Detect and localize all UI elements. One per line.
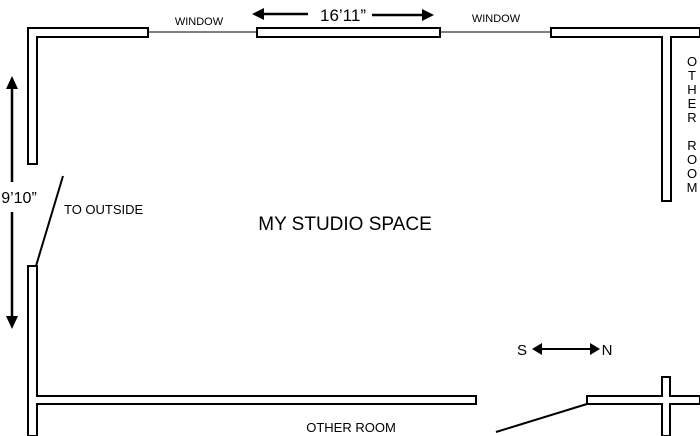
top-wall-left: [27, 27, 149, 165]
width-dimension-arrow: [252, 8, 434, 21]
outside-door: [35, 175, 64, 267]
compass-right-arrow-head: [590, 343, 600, 355]
bottom-wall-right: [586, 376, 700, 436]
arrow-down-head: [6, 316, 18, 329]
other-room-right-letter: O: [687, 152, 697, 167]
other-room-right-letter: T: [688, 68, 696, 83]
compass-north-label: N: [602, 342, 613, 359]
walls: [27, 27, 700, 436]
other-room-right-letter: O: [687, 54, 697, 69]
height-dimension-arrow: [6, 76, 18, 329]
bottom-door: [495, 403, 588, 433]
other-room-right-letter: E: [688, 96, 697, 111]
to-outside-label: TO OUTSIDE: [64, 202, 144, 217]
other-room-right-letter: M: [687, 180, 698, 195]
other-room-bottom-label: OTHER ROOM: [306, 420, 396, 435]
arrow-up-head: [6, 76, 18, 89]
window-right-label: WINDOW: [472, 13, 521, 25]
height-dimension-label: 9’10”: [1, 190, 37, 207]
other-room-right-letter: R: [687, 138, 696, 153]
top-wall-middle: [256, 27, 441, 38]
other-room-right-label: O T H E R R O O M: [687, 54, 698, 195]
arrow-right-head: [422, 9, 434, 21]
other-room-right-letter: H: [687, 82, 696, 97]
compass-south-label: S: [517, 342, 527, 359]
compass: S N: [517, 342, 612, 359]
top-wall-right: [550, 27, 700, 202]
window-left-label: WINDOW: [175, 16, 224, 28]
arrow-left-head: [252, 8, 264, 20]
other-room-right-letter: R: [687, 110, 696, 125]
left-wall-lower: [27, 265, 477, 436]
room-name-label: MY STUDIO SPACE: [258, 214, 432, 235]
width-dimension-label: 16’11”: [320, 6, 366, 25]
compass-left-arrow-head: [532, 343, 542, 355]
other-room-right-letter: O: [687, 166, 697, 181]
